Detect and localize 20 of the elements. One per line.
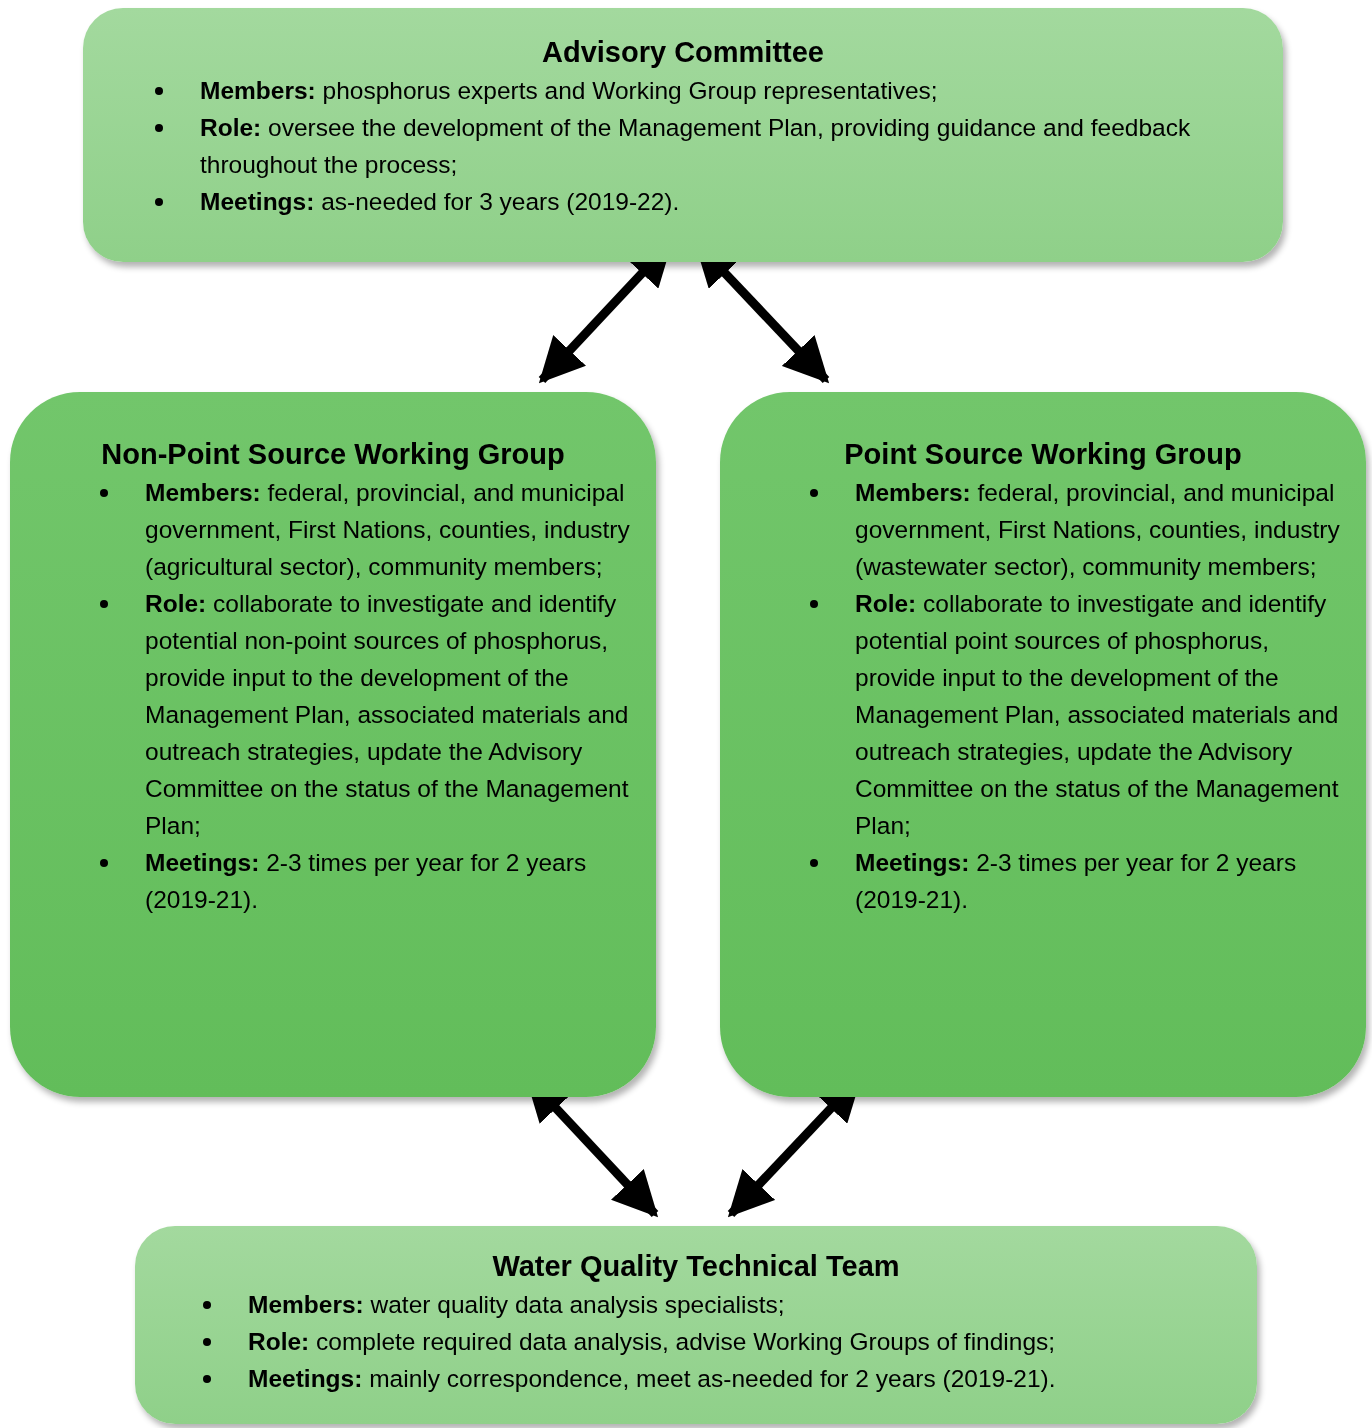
bullet-text: Members: water quality data analysis specialists;	[248, 1291, 785, 1318]
bullet-text: Meetings: mainly correspondence, meet as-needed for 2 years (2019-21).	[248, 1365, 1056, 1392]
bullet-text: Members: federal, provincial, and municipal government, First Nations, counties, industry (agricultural sector), community members;	[145, 479, 630, 580]
group-title: Point Source Working Group	[843, 437, 1243, 472]
group-title: Water Quality Technical Team	[491, 1249, 901, 1284]
bullet-text: Role: complete required data analysis, advise Working Groups of findings;	[248, 1328, 1056, 1355]
group-title: Advisory Committee	[541, 35, 825, 70]
bullet-text: Role: oversee the development of the Management Plan, providing guidance and feedback throughout the process;	[200, 114, 1191, 178]
group-title: Non-Point Source Working Group	[100, 437, 566, 472]
bullet-text: Members: federal, provincial, and municipal government, First Nations, counties, industry (wastewater sector), community members;	[855, 479, 1340, 580]
bullet-text: Meetings: 2-3 times per year for 2 years (2019-21).	[855, 849, 1297, 913]
bullet-text: Meetings: as-needed for 3 years (2019-22).	[200, 188, 680, 215]
group-box	[10, 392, 656, 1097]
group-box	[83, 8, 1283, 262]
bullet-text: Role: collaborate to investigate and identify potential non-point sources of phosphorus, provide input to the development of the Management Plan, associated materials and outreach strategies, update the Advisory Committee on the status of the Management Plan;	[145, 590, 629, 839]
bullet-text: Meetings: 2-3 times per year for 2 years (2019-21).	[145, 849, 587, 913]
bullet-text: Members: phosphorus experts and Working Group representatives;	[200, 77, 938, 104]
group-box	[135, 1226, 1257, 1424]
group-box	[720, 392, 1366, 1097]
bullet-text: Role: collaborate to investigate and identify potential point sources of phosphorus, provide input to the development of the Management Plan, associated materials and outreach strategies, update the Advisory Committee on the status of the Management Plan;	[855, 590, 1339, 839]
